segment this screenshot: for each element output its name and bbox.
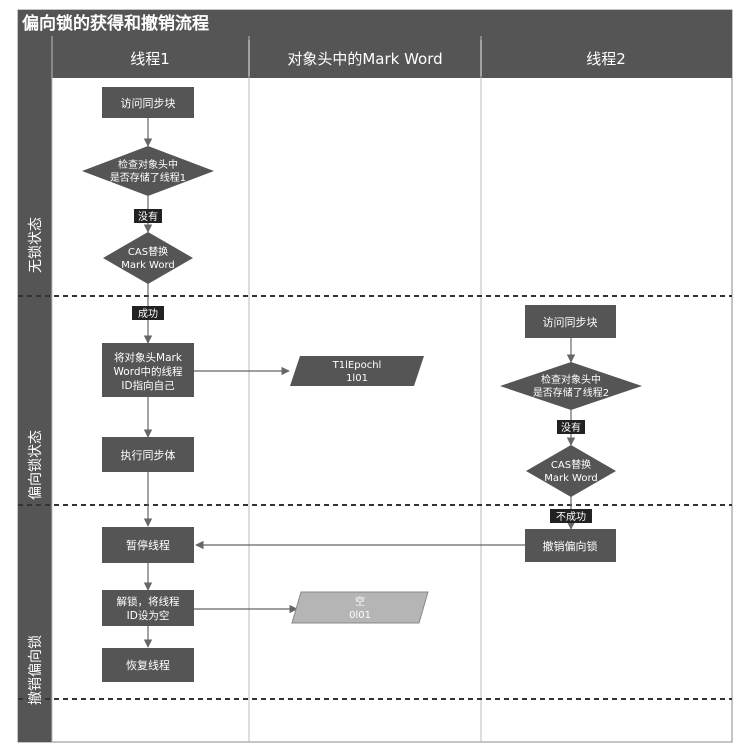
t2-check-label-2: 是否存储了线程2 <box>533 386 609 399</box>
t2-check-label-1: 检查对象头中 <box>541 373 601 386</box>
t1-no-tag <box>134 209 162 223</box>
t2-cas-label-2: Mark Word <box>544 473 598 484</box>
column-header-thread2: 线程2 <box>586 50 626 68</box>
lane-label-biased: 偏向锁状态 <box>28 430 44 500</box>
t1-resume-label: 恢复线程 <box>126 658 170 672</box>
t1-check-label-2: 是否存储了线程1 <box>110 171 186 184</box>
t2-no-tag <box>557 420 585 434</box>
t1-success-tag <box>132 306 164 320</box>
t1-set-label-3: ID指向自己 <box>121 379 175 392</box>
column-header-bar <box>18 36 732 78</box>
t2-cas-decision <box>526 445 616 497</box>
column-header-markword: 对象头中的Mark Word <box>287 50 442 68</box>
t2-fail-tag <box>550 509 592 523</box>
t1-set-thread-id <box>102 343 194 397</box>
t1-set-label-1: 将对象头Mark <box>114 351 183 364</box>
column-header-thread1: 线程1 <box>130 50 170 68</box>
lane-label-no-lock: 无锁状态 <box>28 217 44 273</box>
t1-unlock-label-2: ID设为空 <box>127 609 170 622</box>
t1-unlock <box>102 590 194 626</box>
title-bar <box>18 10 732 36</box>
t1-access-sync-block <box>102 87 194 118</box>
t1-pause-label: 暂停线程 <box>126 538 170 552</box>
lane-label-revoke: 撤销偏向锁 <box>28 635 44 705</box>
t2-fail-label: 不成功 <box>556 511 586 523</box>
markword-biased-label-2: 1l01 <box>346 373 368 384</box>
t2-revoke-label: 撤销偏向锁 <box>543 539 598 553</box>
markword-empty-label-1: 空 <box>355 595 365 608</box>
t2-no-label: 没有 <box>561 421 581 434</box>
lane-label-strip <box>18 78 52 742</box>
t1-resume-thread <box>102 648 194 682</box>
t1-cas-label-2: Mark Word <box>121 260 175 271</box>
t1-no-label: 没有 <box>138 210 158 223</box>
t1-cas-label-1: CAS替换 <box>128 245 168 258</box>
markword-empty-state <box>291 591 429 624</box>
t2-access-label: 访问同步块 <box>543 316 598 329</box>
t1-check-markword-decision <box>82 146 214 196</box>
t2-access-sync-block <box>525 305 616 338</box>
t1-set-label-2: Word中的线程 <box>114 365 183 378</box>
t1-cas-decision <box>103 232 193 284</box>
markword-empty-label-2: 0l01 <box>349 610 371 621</box>
t1-exec-label: 执行同步体 <box>121 448 176 462</box>
t2-check-markword-decision <box>500 362 642 410</box>
t1-unlock-label-1: 解锁，将线程 <box>117 595 180 608</box>
t1-access-label: 访问同步块 <box>121 97 176 110</box>
t1-check-label-1: 检查对象头中 <box>118 158 178 171</box>
t1-pause-thread <box>102 527 194 563</box>
t2-revoke-biased-lock <box>525 529 616 562</box>
diagram-title: 偏向锁的获得和撤销流程 <box>22 13 209 34</box>
t1-success-label: 成功 <box>138 308 158 320</box>
markword-biased-label-1: T1lEpochl <box>332 360 382 371</box>
markword-biased-state <box>290 356 424 386</box>
t1-execute-sync <box>102 437 194 472</box>
t2-cas-label-1: CAS替换 <box>551 458 591 471</box>
